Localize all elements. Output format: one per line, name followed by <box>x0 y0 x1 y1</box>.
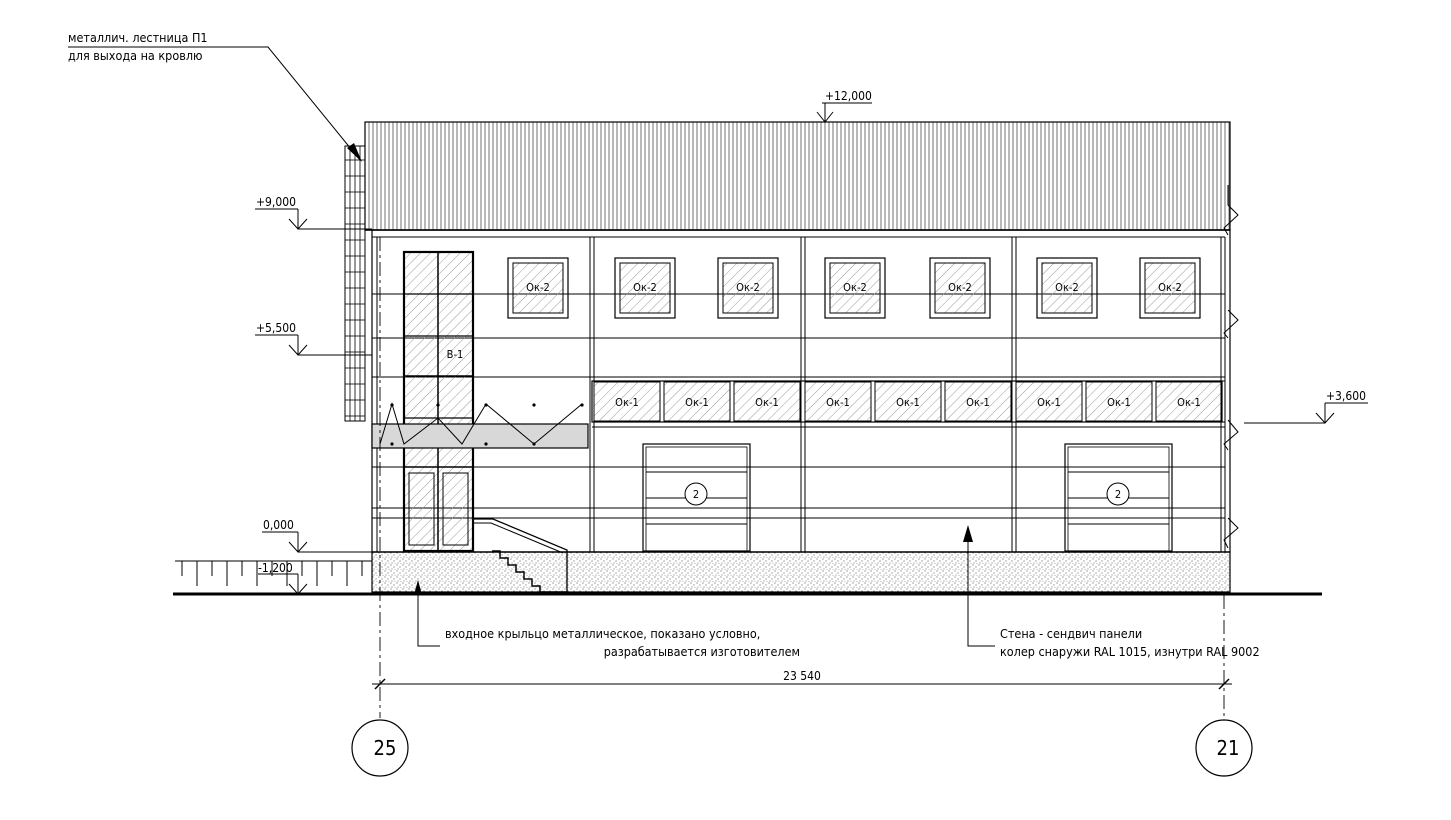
roof-ladder <box>344 145 366 422</box>
window-ok2: Ок-2 <box>717 257 779 319</box>
window-ok2: Ок-2 <box>929 257 991 319</box>
gate-right: 2 <box>1064 443 1173 552</box>
window-ok1: Ок-1 <box>1155 381 1222 422</box>
window-ok1: Ок-1 <box>944 381 1012 422</box>
window-label: Ок-1 <box>615 396 639 409</box>
level-label: +5,500 <box>256 321 296 335</box>
upper-windows: Ок-2 Ок-2 Ок-2 Ок-2 Ок-2 Ок-2 <box>507 257 1201 319</box>
vitrage-b1: В-1 <box>402 250 475 553</box>
window-label: Ок-2 <box>633 281 657 294</box>
window-label: Ок-2 <box>1055 281 1079 294</box>
window-label: Ок-2 <box>736 281 760 294</box>
gate-mark: 2 <box>1115 488 1121 501</box>
level-label: +12,000 <box>825 89 872 103</box>
window-ok1: Ок-1 <box>663 381 731 422</box>
window-label: Ок-2 <box>948 281 972 294</box>
window-label: Ок-2 <box>526 281 550 294</box>
window-ok2: Ок-2 <box>1139 257 1201 319</box>
level-label: +9,000 <box>256 195 296 209</box>
window-ok1: Ок-1 <box>593 381 661 422</box>
window-ok1: Ок-1 <box>1015 381 1083 422</box>
overall-dimension: 23 540 <box>372 669 1232 690</box>
level-label: +3,600 <box>1326 389 1366 403</box>
level-eave: +9,000 <box>255 195 372 230</box>
window-ok1: Ок-1 <box>733 381 801 422</box>
level-label: 0,000 <box>263 518 294 532</box>
plinth <box>371 551 1231 593</box>
window-label: Ок-1 <box>1107 396 1131 409</box>
window-ok2: Ок-2 <box>824 257 886 319</box>
note-text: разрабатывается изготовителем <box>604 644 800 659</box>
ground-line <box>173 560 1322 596</box>
note-text: для выхода на кровлю <box>68 48 203 63</box>
ladder-note: металлич. лестница П1 для выхода на кров… <box>68 30 362 162</box>
window-ok2: Ок-2 <box>1036 257 1098 319</box>
canopy <box>371 402 589 449</box>
level-ground: -1,200 <box>258 561 308 595</box>
level-label: -1,200 <box>258 561 293 575</box>
gate-mark: 2 <box>693 488 699 501</box>
note-text: колер снаружи RAL 1015, изнутри RAL 9002 <box>1000 644 1260 659</box>
window-band: Ок-1 Ок-1 Ок-1 Ок-1 Ок-1 Ок-1 Ок-1 Ок-1 <box>591 380 1223 423</box>
axis-lines <box>379 237 1225 718</box>
porch-note: входное крыльцо металлическое, показано … <box>414 580 800 659</box>
window-label: Ок-1 <box>1177 396 1201 409</box>
axis-bubble-left: 25 <box>351 719 409 777</box>
window-label: Ок-1 <box>755 396 779 409</box>
gate-left: 2 <box>642 443 751 552</box>
wall-note: Стена - сендвич панели колер снаружи RAL… <box>963 525 1260 659</box>
window-ok2: Ок-2 <box>507 257 569 319</box>
level-floor: 0,000 <box>262 518 372 553</box>
note-text: металлич. лестница П1 <box>68 30 208 45</box>
dimension-value: 23 540 <box>783 669 821 683</box>
level-mid: +5,500 <box>255 321 372 356</box>
roof <box>364 121 1231 231</box>
window-label: Ок-2 <box>1158 281 1182 294</box>
window-ok2: Ок-2 <box>614 257 676 319</box>
note-text: входное крыльцо металлическое, показано … <box>445 626 760 641</box>
window-ok1: Ок-1 <box>874 381 942 422</box>
window-ok1: Ок-1 <box>804 381 872 422</box>
window-ok1: Ок-1 <box>1085 381 1153 422</box>
window-label: Ок-2 <box>843 281 867 294</box>
window-label: Ок-1 <box>896 396 920 409</box>
level-roof: +12,000 <box>816 89 872 123</box>
window-label: Ок-1 <box>966 396 990 409</box>
axis-bubble-right: 21 <box>1195 719 1253 777</box>
axis-label: 21 <box>1217 736 1240 760</box>
window-label: Ок-1 <box>826 396 850 409</box>
level-window-band: +3,600 <box>1244 389 1368 424</box>
window-label: Ок-1 <box>1037 396 1061 409</box>
axis-label: 25 <box>374 736 397 760</box>
window-label: Ок-1 <box>685 396 709 409</box>
note-text: Стена - сендвич панели <box>1000 626 1142 641</box>
vitrage-label: В-1 <box>447 348 464 361</box>
